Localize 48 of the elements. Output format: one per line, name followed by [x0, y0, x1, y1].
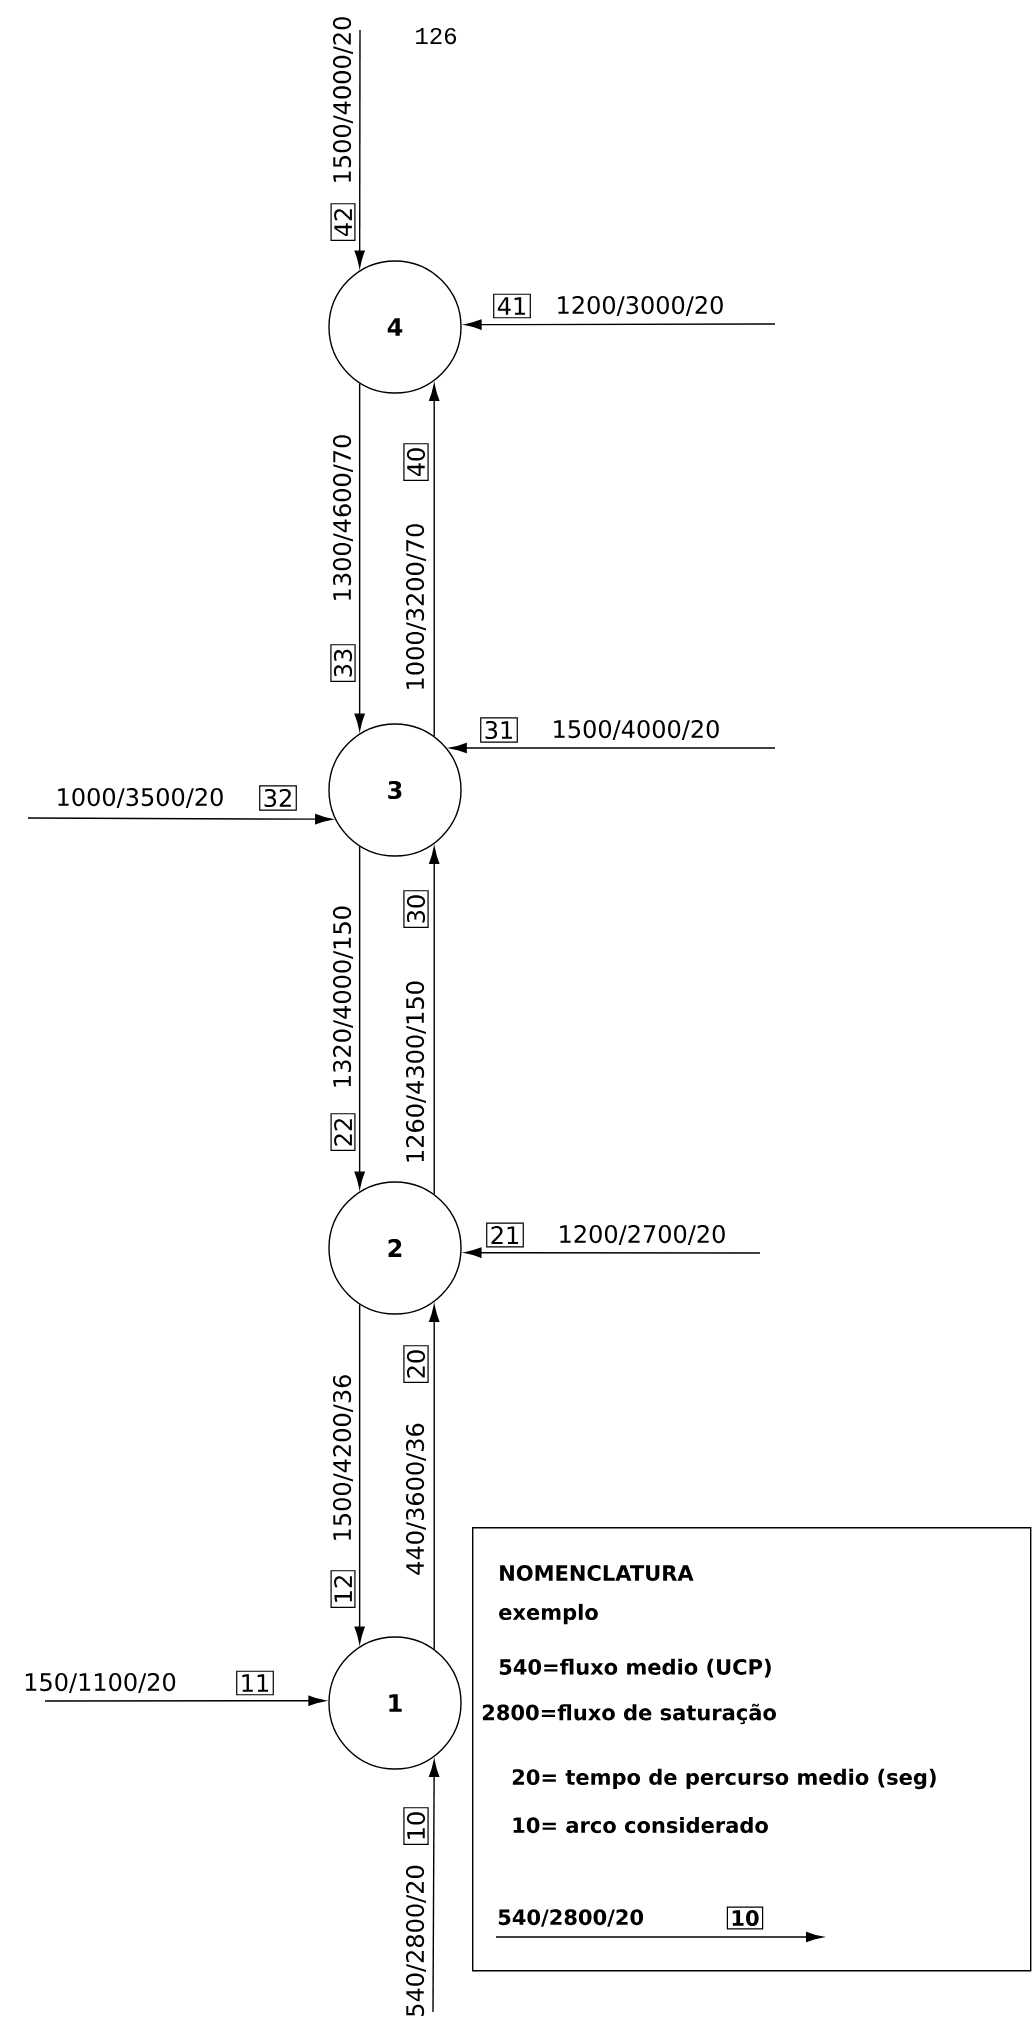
- edge-label: 1200/3000/20: [558, 296, 723, 317]
- sample-label: 540/2800/20: [498, 1909, 644, 1927]
- edge-label: 1500/4000/20: [333, 17, 353, 182]
- edge-label: 1200/2700/20: [560, 1225, 725, 1246]
- arrow: [27, 814, 332, 825]
- arc-number-box: 31: [480, 717, 518, 743]
- arc-number-box: 21: [486, 1222, 524, 1248]
- arc-number-box: 20: [403, 1345, 429, 1383]
- arrow: [429, 384, 440, 737]
- legend-text: 540=fluxo medio (UCP): [499, 1658, 771, 1678]
- arrow: [354, 1303, 365, 1644]
- arc-number-box: 41: [493, 293, 531, 319]
- arrow: [450, 742, 776, 754]
- legend-text: exemplo: [499, 1603, 598, 1625]
- arrow: [354, 29, 365, 268]
- edge-label: 1000/3200/70: [406, 524, 426, 689]
- arrow: [464, 319, 776, 330]
- edge-label: 1300/4600/70: [333, 435, 353, 600]
- arc-number-box: 11: [236, 1670, 274, 1696]
- legend-text: 2800=fluxo de saturação: [482, 1703, 776, 1725]
- arrow: [428, 1760, 440, 2013]
- arrow: [44, 1695, 326, 1706]
- arc-number-box: 30: [403, 890, 429, 928]
- edge-label: 1500/4000/20: [554, 720, 719, 741]
- edge-label: 440/3600/36: [406, 1423, 426, 1575]
- arc-number-box: 10: [726, 1906, 764, 1930]
- edge-label: 540/2800/20: [406, 1865, 426, 2016]
- arrow: [429, 1305, 440, 1650]
- arc-number-box: 22: [330, 1113, 356, 1151]
- arc-number-box: 12: [330, 1570, 356, 1608]
- arc-number-box: 42: [330, 203, 356, 241]
- arc-number-box: 40: [403, 443, 429, 481]
- edge-label: 1000/3500/20: [58, 788, 223, 809]
- arc-number-box: 33: [330, 644, 356, 682]
- arrow: [429, 847, 440, 1195]
- arrow: [464, 1247, 761, 1258]
- page-number: 126: [416, 27, 457, 45]
- legend-text: 10= arco considerado: [513, 1816, 768, 1834]
- legend-text: 20= tempo de percurso medio (seg): [512, 1768, 936, 1790]
- edge-label: 1320/4000/150: [333, 906, 353, 1087]
- edge-label: 150/1100/20: [25, 1673, 176, 1694]
- legend-heading: NOMENCLATURA: [500, 1565, 694, 1581]
- arc-number-box: 10: [403, 1807, 429, 1845]
- edge-label: 1260/4300/150: [406, 981, 426, 1162]
- arrow: [354, 845, 365, 1189]
- arrow: [354, 382, 365, 731]
- arc-number-box: 32: [259, 785, 297, 811]
- edge-label: 1500/4200/36: [333, 1375, 353, 1540]
